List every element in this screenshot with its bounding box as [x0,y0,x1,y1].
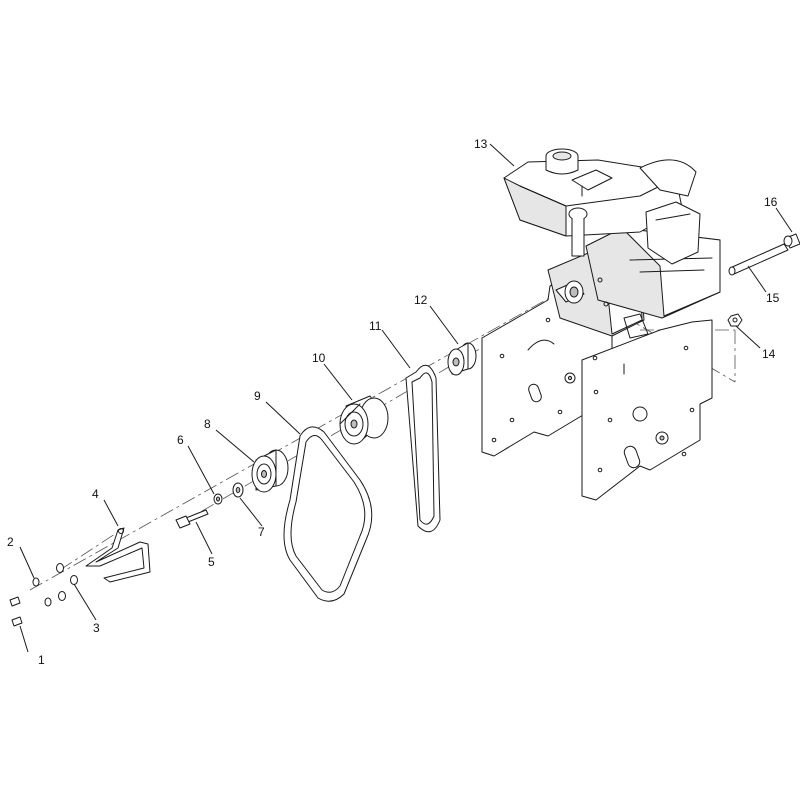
leader-lines [19,143,793,653]
callout-5: 5 [208,555,215,569]
callout-16: 16 [764,195,778,209]
callout-4: 4 [92,487,99,501]
part-5-bolt [175,509,209,529]
part-7-washer [232,482,244,498]
part-6-lockwasher [213,493,223,505]
parts-1-2-3-hardware [9,563,78,627]
part-4-belt-guide [85,527,151,583]
callout-8: 8 [204,417,211,431]
callout-15: 15 [766,291,780,305]
callout-3: 3 [93,621,100,635]
part-15-rod [728,243,789,276]
callout-7: 7 [258,525,265,539]
callout-labels: 1 2 3 4 5 6 7 8 9 10 11 12 13 14 15 16 [7,137,780,667]
callout-13: 13 [474,137,488,151]
callout-11: 11 [369,319,382,333]
callout-2: 2 [7,535,14,549]
part-11-belt [405,364,441,533]
callout-12: 12 [414,293,428,307]
part-8-drive-pulley [251,449,289,493]
part-14-nut [727,313,743,327]
callout-10: 10 [312,351,326,365]
callout-14: 14 [762,347,776,361]
callout-9: 9 [254,389,261,403]
part-9-belt [283,426,373,602]
part-12-small-pulley [447,342,477,376]
engine [503,148,721,339]
callout-1: 1 [38,653,45,667]
callout-6: 6 [177,433,184,447]
part-10-idler-pulley [339,395,389,445]
part-16-spacer-nut [783,233,800,249]
